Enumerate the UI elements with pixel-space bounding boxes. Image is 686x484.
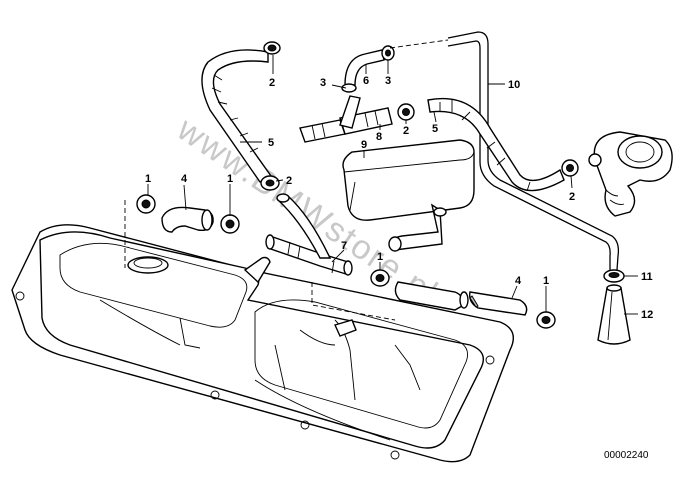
callout-2-right: 2 (569, 191, 575, 203)
hose-7 (265, 193, 353, 276)
callout-3-right: 3 (385, 75, 391, 87)
callout-4-right: 4 (515, 275, 522, 287)
callout-3-left: 3 (320, 77, 326, 89)
callout-2-mid: 2 (286, 175, 292, 187)
callout-2-center: 2 (403, 125, 409, 137)
hose-clamp-3-right (381, 45, 395, 61)
callout-9: 9 (361, 139, 367, 151)
callout-11: 11 (641, 271, 653, 283)
callout-6: 6 (363, 75, 369, 87)
callout-1-center: 1 (377, 251, 383, 263)
hose-clamp-2-mid-left (260, 175, 280, 191)
hose-clamp-2-right (561, 159, 579, 177)
oil-separator-9 (342, 139, 475, 252)
hose-4-left (161, 206, 214, 233)
hose-4-right (394, 281, 528, 316)
pipe-10 (389, 31, 620, 271)
hose-clamp-1-top-left (136, 194, 156, 214)
callout-5-right: 5 (432, 123, 438, 135)
hose-clamp-1-center (370, 269, 390, 287)
callout-8: 8 (376, 131, 382, 143)
callout-2-top-left: 2 (269, 77, 275, 89)
hose-5-right (427, 97, 565, 192)
leader-lines (147, 55, 638, 315)
callout-1-top-left: 1 (145, 173, 151, 185)
sleeve-12 (597, 284, 631, 345)
callout-5-left: 5 (268, 137, 274, 149)
hose-clamp-2-top-left (263, 41, 281, 55)
tee-fitting-8 (299, 95, 393, 143)
callout-1-right: 1 (543, 275, 549, 287)
callout-10: 10 (508, 79, 520, 91)
callout-1-left-mid: 1 (227, 173, 233, 185)
hose-clamp-3-left (341, 83, 357, 93)
hose-clamp-1-left-mid (220, 214, 240, 234)
grommet-11 (603, 269, 625, 283)
callout-4-left: 4 (181, 173, 188, 185)
valve-cover (11, 200, 514, 463)
hose-clamp-2-center (397, 103, 415, 121)
hose-clamp-1-right (536, 311, 556, 329)
callout-labels: 2 5 3 6 3 10 2 5 8 9 2 2 1 4 1 7 1 4 1 1… (145, 75, 653, 321)
image-code: 00002240 (604, 450, 649, 461)
hose-6-small (344, 49, 385, 86)
air-intake-elbow (588, 131, 673, 217)
callout-7: 7 (341, 240, 347, 252)
callout-12: 12 (641, 309, 653, 321)
